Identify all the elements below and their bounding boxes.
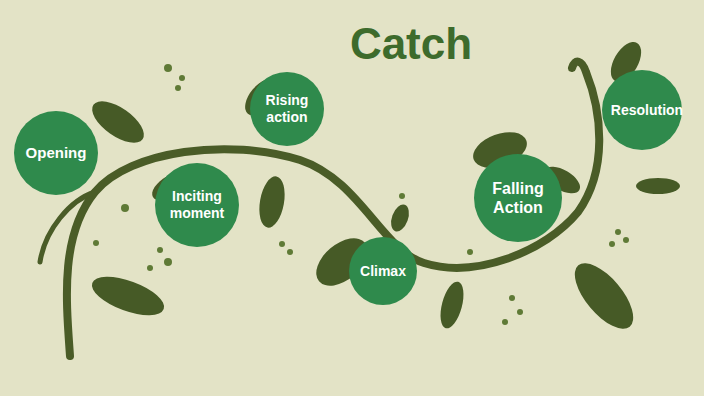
plot-stage-circle: Falling Action: [474, 154, 563, 243]
stage-label: Climax: [360, 263, 406, 280]
vine-stem: [67, 62, 599, 356]
diagram-title: Catch: [350, 22, 472, 66]
vine-branch: [40, 192, 95, 262]
plot-stage-circle: Climax: [349, 237, 417, 305]
stage-label: Falling Action: [484, 179, 553, 217]
plot-stage-circle: Resolution: [602, 70, 682, 150]
stage-label: Rising action: [260, 92, 315, 126]
stage-label: Resolution: [611, 102, 673, 119]
plot-stage-circle: Inciting moment: [155, 163, 239, 247]
dots: [93, 64, 629, 325]
stage-label: Opening: [26, 144, 87, 162]
stage-label: Inciting moment: [164, 188, 230, 222]
plot-stage-circle: Rising action: [250, 72, 324, 146]
plot-stage-circle: Opening: [14, 111, 98, 195]
